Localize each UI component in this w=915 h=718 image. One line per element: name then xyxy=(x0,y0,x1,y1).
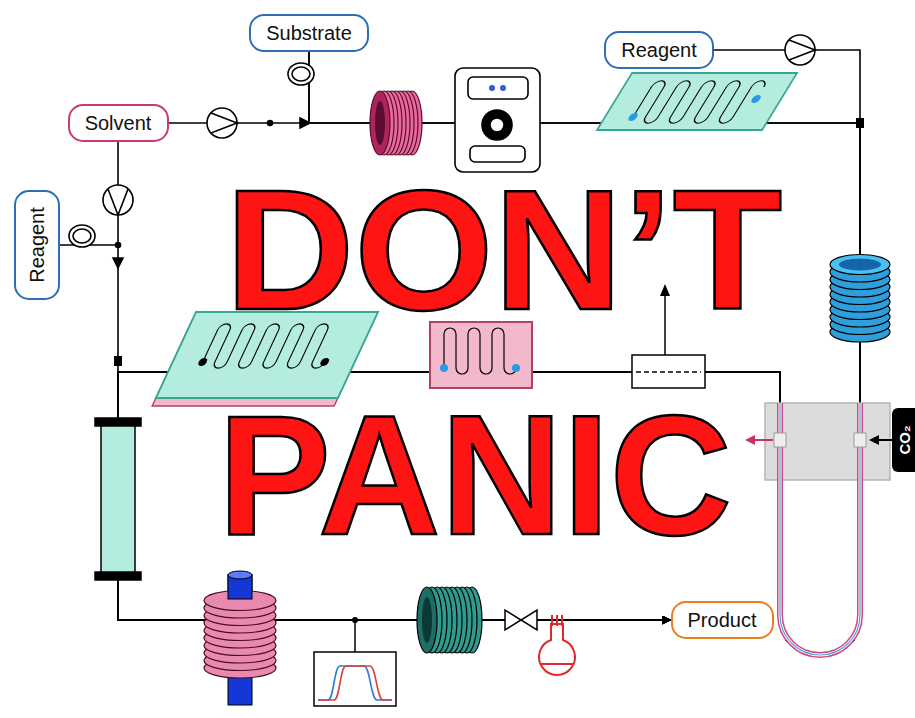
heating-device xyxy=(468,77,528,99)
microreactor-chip xyxy=(319,358,331,366)
pump-symbol xyxy=(207,108,237,138)
chromatogram-inset xyxy=(314,617,396,706)
back-pressure-valve xyxy=(505,610,521,630)
coil-reactor xyxy=(417,587,437,653)
microreactor-chip xyxy=(627,113,640,121)
sample-loop xyxy=(292,67,310,81)
back-pressure-valve xyxy=(505,610,537,630)
microreactor-chip xyxy=(629,81,768,124)
tube-in-tube-reactor xyxy=(765,403,890,480)
tube-in-tube-reactor xyxy=(745,435,755,445)
tube-in-tube-reactor xyxy=(780,403,860,655)
collection-flask xyxy=(551,615,553,626)
sample-loop xyxy=(268,121,273,126)
node-text: Reagent xyxy=(25,207,49,283)
tube-in-tube-reactor xyxy=(752,439,773,441)
tube-in-tube-reactor xyxy=(774,433,786,447)
microreactor-chip xyxy=(597,73,797,130)
node-text: Product xyxy=(688,608,757,632)
flow-line xyxy=(118,52,860,656)
packed-column xyxy=(95,418,141,426)
sample-loop xyxy=(116,243,121,248)
input-box: Reagent xyxy=(604,31,714,69)
tube-in-tube-reactor xyxy=(869,435,879,445)
coil-reactor xyxy=(375,101,385,145)
text-group: Reagent xyxy=(25,207,49,283)
input-box: Solvent xyxy=(68,104,169,142)
headline-text: DON’T xyxy=(225,165,782,335)
coil-reactor xyxy=(422,597,432,643)
flow-line xyxy=(118,50,860,656)
packed-column xyxy=(95,572,141,580)
text-group: Solvent xyxy=(85,111,152,135)
chromatogram-inset xyxy=(318,666,392,700)
gas-liquid-separator xyxy=(636,371,701,373)
input-box: Reagent xyxy=(14,190,60,300)
collection-flask xyxy=(561,615,563,626)
pump-symbol xyxy=(211,113,237,133)
text-group: Reagent xyxy=(621,38,697,62)
chromatogram-inset xyxy=(354,620,356,652)
headline-text: PANIC xyxy=(218,390,732,560)
sample-loop xyxy=(73,229,91,243)
chromatogram-inset xyxy=(318,666,392,700)
cooling-coil xyxy=(839,259,881,271)
pump-symbol xyxy=(103,185,133,215)
sample-loop xyxy=(113,258,123,268)
cooling-coil xyxy=(830,255,890,275)
flow-line xyxy=(118,123,860,656)
junction xyxy=(114,356,122,366)
back-pressure-valve xyxy=(521,610,537,630)
tube-in-tube-reactor xyxy=(854,433,866,447)
collection-flask xyxy=(539,624,575,675)
microreactor-chip xyxy=(440,364,448,372)
sample-loop xyxy=(300,118,310,128)
microreactor-chip xyxy=(597,73,797,130)
node-text: Substrate xyxy=(266,21,352,45)
text-group: Substrate xyxy=(266,21,352,45)
packed-column xyxy=(95,418,141,580)
gas-label: CO₂ xyxy=(896,425,911,454)
node-text: Solvent xyxy=(85,111,152,135)
tube-in-tube-reactor xyxy=(780,403,860,655)
heating-device xyxy=(500,85,506,91)
input-box: Substrate xyxy=(249,14,369,52)
junction xyxy=(856,118,864,128)
heating-device xyxy=(490,118,504,132)
heating-device xyxy=(470,146,525,162)
heating-device xyxy=(489,85,495,91)
gas-tab: CO₂ xyxy=(892,408,915,472)
collection-flask xyxy=(556,615,558,626)
pump-symbol xyxy=(789,40,815,60)
pump-symbol xyxy=(785,35,815,65)
heating-device xyxy=(455,68,540,172)
cooling-coil xyxy=(830,255,890,343)
heated-coil xyxy=(228,571,252,579)
heating-device xyxy=(455,68,540,172)
output-box: Product xyxy=(671,601,774,639)
packed-column xyxy=(101,424,135,574)
microreactor-chip xyxy=(512,364,520,372)
sample-loop xyxy=(308,52,310,123)
chromatogram-inset xyxy=(314,652,396,706)
heating-device xyxy=(482,110,512,140)
collection-flask xyxy=(540,663,574,665)
node-text: Reagent xyxy=(621,38,697,62)
collection-flask xyxy=(539,615,575,675)
microreactor-chip xyxy=(197,358,209,366)
junction xyxy=(114,118,864,366)
coil-reactor xyxy=(417,587,482,653)
tube-in-tube-reactor xyxy=(780,403,860,655)
gas-liquid-separator xyxy=(632,355,705,388)
pump-symbol xyxy=(108,189,128,215)
heated-coil xyxy=(204,571,276,705)
sample-loop xyxy=(69,225,95,247)
coil-reactor xyxy=(370,91,422,155)
sample-loop xyxy=(288,63,314,85)
text-group: Product xyxy=(688,608,757,632)
coil-reactor xyxy=(370,91,390,155)
microreactor-chip xyxy=(750,95,763,103)
